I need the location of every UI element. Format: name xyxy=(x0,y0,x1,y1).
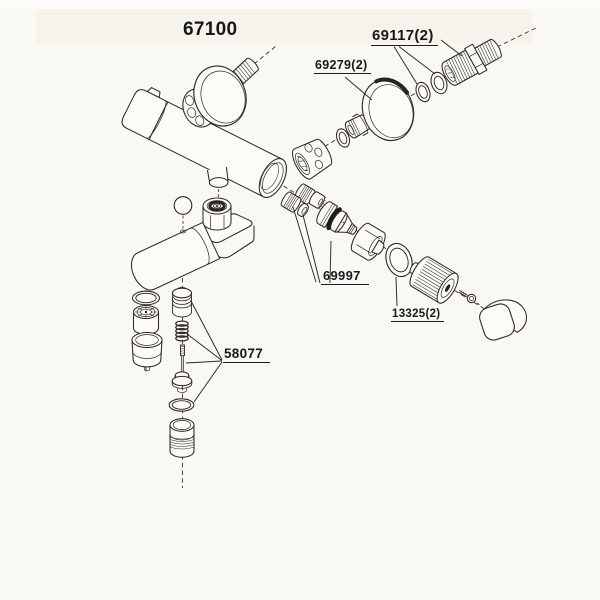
valve-body xyxy=(121,87,287,198)
diverter-o-ring xyxy=(168,398,195,412)
diverter-spring xyxy=(175,320,189,342)
swivel-nut-bearing xyxy=(202,197,232,231)
spline-adapter xyxy=(308,191,327,210)
part-label-escutcheon: 69279(2) xyxy=(314,58,372,75)
diverter-outlet-fitting xyxy=(169,418,195,458)
coupling-nut xyxy=(291,138,333,180)
body-open-end xyxy=(258,158,287,198)
cartridge-cap-nut xyxy=(350,222,386,261)
handle-trim-ring xyxy=(385,242,413,278)
part-label-diverter-kit: 58077 xyxy=(223,346,271,364)
spout-tube xyxy=(130,221,221,291)
diverter-cartridge xyxy=(171,286,193,318)
leader-lines xyxy=(185,39,463,403)
eccentric-wall-union xyxy=(441,38,502,86)
wall-flange-left-assembly xyxy=(182,57,259,128)
diverter-chain xyxy=(168,286,195,458)
diverter-rod xyxy=(180,344,185,375)
aerator-chain xyxy=(131,290,163,372)
wall-escutcheon-right xyxy=(361,77,415,142)
bottom-outlet-port xyxy=(206,166,229,197)
adapter-fitting xyxy=(344,113,371,139)
aerator-insert xyxy=(132,304,160,336)
spout-assembly xyxy=(130,196,255,291)
inlet-connection-chain xyxy=(291,38,502,180)
part-label-cartridge: 69997 xyxy=(321,269,369,285)
handle-cap xyxy=(479,299,527,341)
handle-screw xyxy=(458,290,482,307)
cartridge-chain xyxy=(280,183,527,341)
part-label-wall-union: 69117(2) xyxy=(371,28,438,46)
filter-ring xyxy=(297,202,309,218)
diverter-knob-ball xyxy=(173,196,193,234)
union-washer-large xyxy=(430,71,448,95)
thermostatic-cartridge xyxy=(316,201,358,235)
check-valve-nut-b xyxy=(280,191,302,213)
knurled-handle-adapter xyxy=(409,256,459,304)
part-label-model: 67100 xyxy=(183,19,238,40)
part-label-trim-ring: 13325(2) xyxy=(391,308,445,323)
aerator-o-ring xyxy=(131,290,161,306)
union-washer-small xyxy=(415,81,431,103)
diverter-nut xyxy=(171,371,193,393)
aerator-shell xyxy=(131,331,163,372)
wall-escutcheon-left xyxy=(193,65,247,127)
inlet-gasket xyxy=(335,128,351,148)
